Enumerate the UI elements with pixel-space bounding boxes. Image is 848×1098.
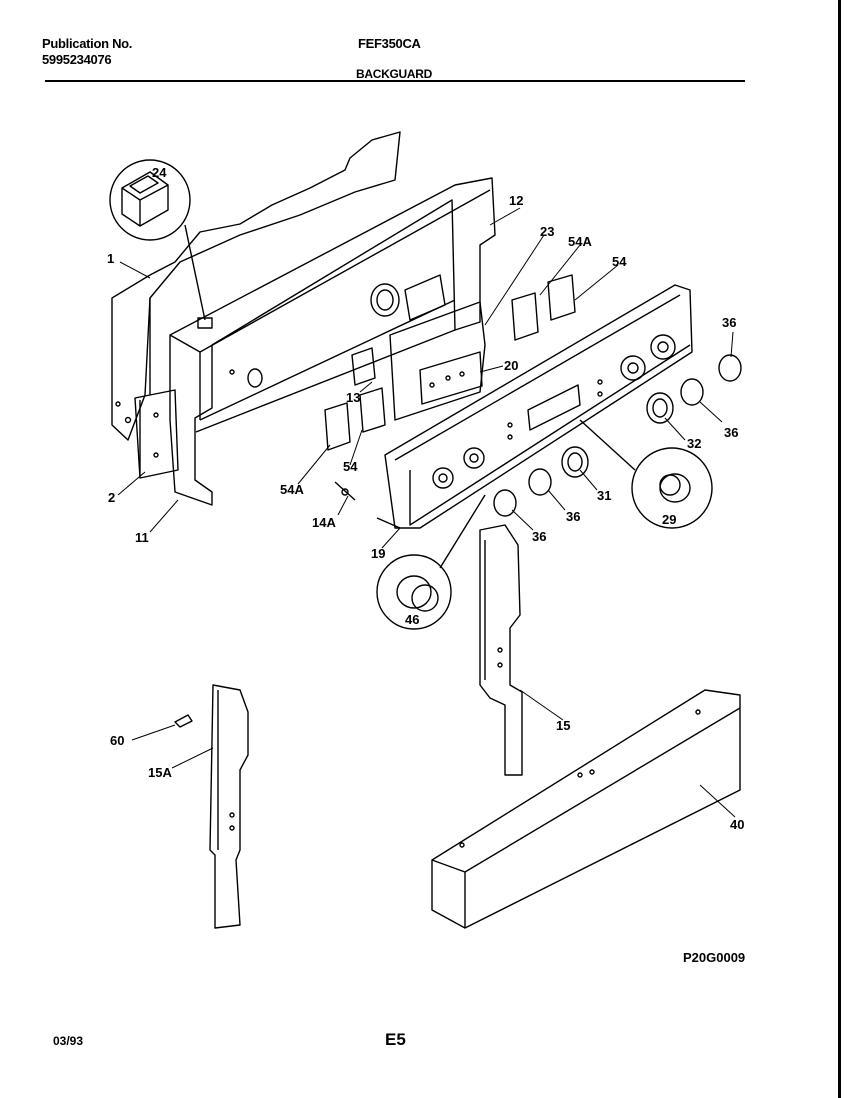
page-number: E5 [385, 1030, 406, 1049]
callout-36-top: 36 [722, 315, 736, 330]
callout-labels: 1 2 11 12 13 14A 15 15A 19 20 23 24 29 3… [107, 165, 744, 832]
bracket [134, 389, 179, 479]
leader-lines [117, 207, 736, 818]
callout-11: 11 [135, 530, 149, 545]
header-rule [45, 80, 745, 82]
side-trim-right [479, 524, 523, 776]
back-panel [111, 131, 401, 441]
callout-29: 29 [662, 512, 676, 527]
switch-blocks [324, 274, 576, 501]
callout-60: 60 [110, 733, 124, 748]
drawing-code: P20G0009 [683, 950, 746, 965]
knob-detail-29 [579, 419, 713, 529]
callout-12: 12 [509, 193, 523, 208]
main-backguard-frame [169, 177, 496, 506]
callout-31: 31 [597, 488, 611, 503]
rocker-switch [109, 159, 206, 321]
callout-54-left: 54 [343, 459, 358, 474]
callout-14a: 14A [312, 515, 336, 530]
revision-date: 03/93 [53, 1034, 84, 1048]
callout-15a: 15A [148, 765, 172, 780]
callout-32: 32 [687, 436, 701, 451]
callout-54a-left: 54A [280, 482, 304, 497]
end-cap-trim [431, 689, 741, 929]
control-knobs [493, 354, 742, 517]
callout-2: 2 [108, 490, 115, 505]
callout-54-top: 54 [612, 254, 627, 269]
callout-15: 15 [556, 718, 570, 733]
knob-detail-46 [376, 494, 486, 630]
model-number: FEF350CA [358, 36, 421, 51]
callout-23: 23 [540, 224, 554, 239]
publication-label: Publication No. [42, 36, 133, 51]
callout-36-right: 36 [724, 425, 738, 440]
callout-36-center: 36 [566, 509, 580, 524]
publication-number: 5995234076 [42, 52, 112, 67]
callout-19: 19 [371, 546, 385, 561]
control-panel [376, 284, 693, 529]
callout-40: 40 [730, 817, 744, 832]
clock-timer-assembly [370, 274, 486, 421]
callout-20: 20 [504, 358, 518, 373]
callout-1: 1 [107, 251, 114, 266]
callout-24: 24 [152, 165, 167, 180]
callout-54a-top: 54A [568, 234, 592, 249]
callout-46: 46 [405, 612, 419, 627]
callout-13: 13 [346, 390, 360, 405]
section-title: BACKGUARD [356, 67, 432, 81]
side-trim-left [174, 684, 249, 929]
callout-36-left: 36 [532, 529, 546, 544]
page-border [838, 0, 841, 1098]
